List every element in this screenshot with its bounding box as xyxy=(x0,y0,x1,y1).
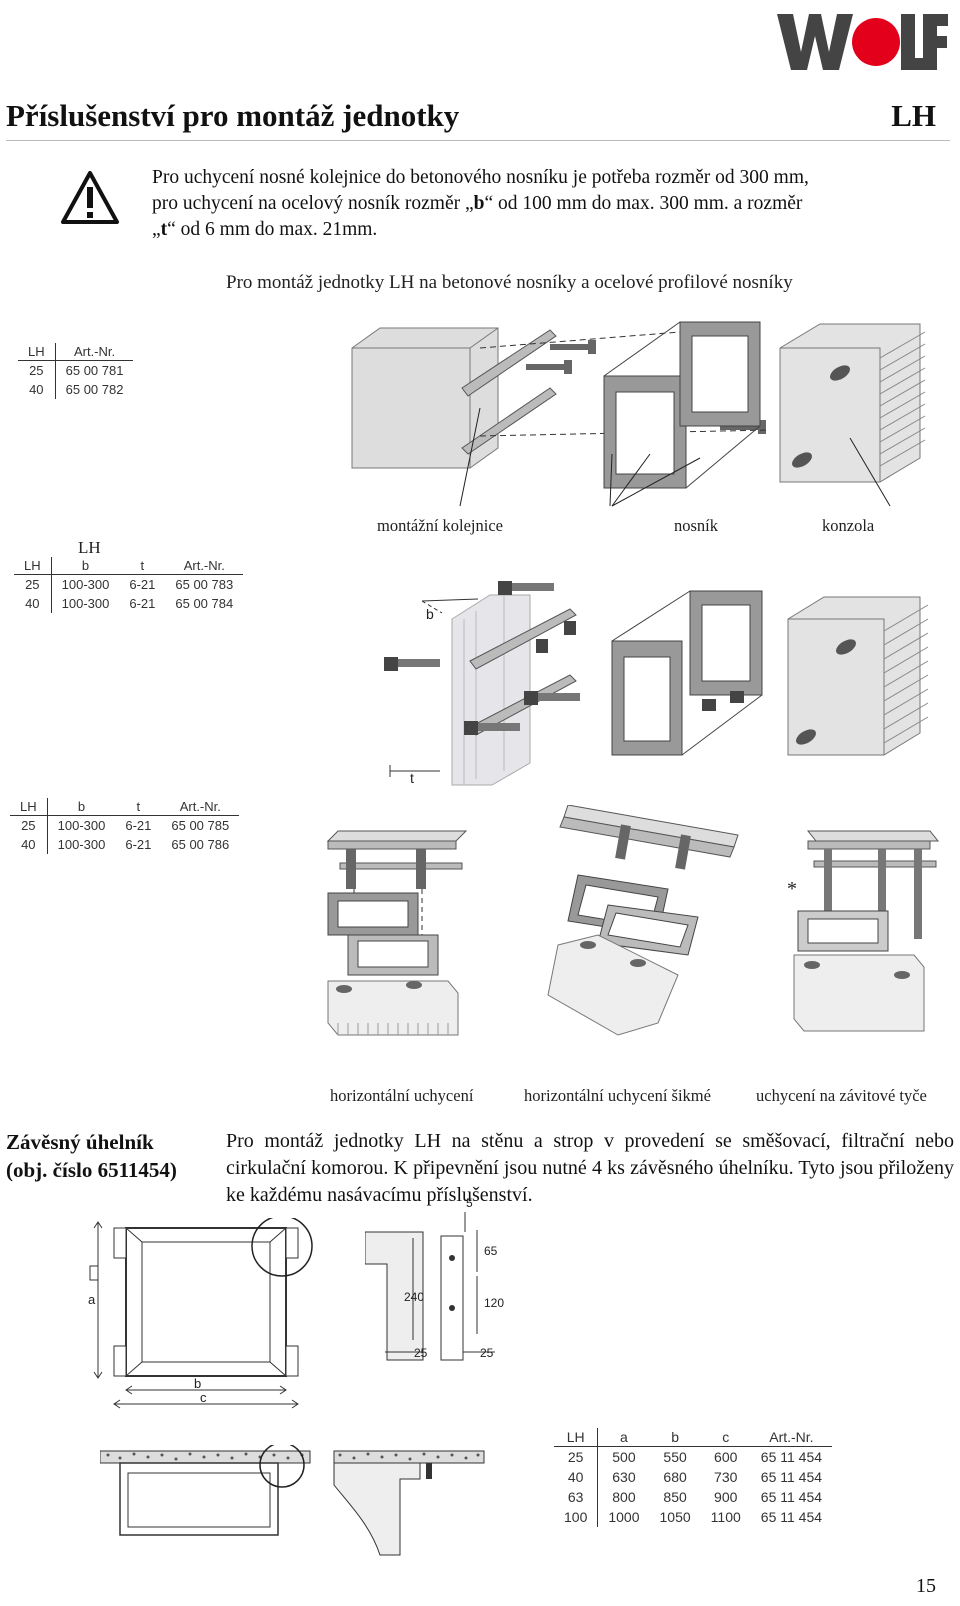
dim-letter-b: b xyxy=(426,606,434,622)
header-divider xyxy=(6,140,950,141)
warning-line-2: pro uchycení na ocelový nosník rozměr „b… xyxy=(152,193,803,214)
label-mounting-rail: montážní kolejnice xyxy=(377,516,503,535)
steel-beam-mounting-illustration xyxy=(384,581,929,786)
label-horizontal: horizontální uchycení xyxy=(330,1086,474,1105)
hanging-bracket-frame-drawing xyxy=(89,1218,313,1409)
dim-c: c xyxy=(200,1390,207,1405)
warning-triangle-icon xyxy=(60,170,120,226)
dim-a: a xyxy=(88,1292,96,1307)
dim-65: 65 xyxy=(484,1244,498,1258)
section2-paragraph: Pro montáž jednotky LH na stěnu a strop … xyxy=(226,1130,954,1206)
hanging-variants-illustration xyxy=(326,805,940,1036)
dim-b: b xyxy=(194,1376,202,1391)
variant-threaded-rod xyxy=(793,830,940,1032)
label-beam: nosník xyxy=(674,516,719,535)
variant-horizontal xyxy=(326,830,468,1036)
warning-text: Pro uchycení nosné kolejnice do betonové… xyxy=(152,165,952,243)
table2-title: LH xyxy=(78,538,101,557)
dim-25-right: 25 xyxy=(480,1346,494,1360)
label-horizontal-slanted: horizontální uchycení šikmé xyxy=(524,1086,711,1105)
dim-25-left: 25 xyxy=(414,1346,428,1360)
wolf-logo-graphic xyxy=(773,12,948,72)
warning-line-3: „t“ od 6 mm do max. 21mm. xyxy=(152,219,378,240)
variant-horizontal-slanted xyxy=(547,805,739,1036)
section2-title-line2: (obj. číslo 6511454) xyxy=(6,1158,177,1182)
warning-line-1: Pro uchycení nosné kolejnice do betonové… xyxy=(152,167,809,188)
dim-letter-t: t xyxy=(410,770,414,786)
dim-120: 120 xyxy=(484,1296,505,1310)
section1-caption: Pro montáž jednotky LH na betonové nosní… xyxy=(226,272,793,293)
star-marker: * xyxy=(787,878,797,900)
rail-mounting-illustration xyxy=(351,321,926,507)
model-name: LH xyxy=(891,98,936,133)
hanging-bracket-profile-drawing xyxy=(365,1212,495,1361)
section2-title: Závěsný úhelník (obj. číslo 6511454) xyxy=(6,1128,177,1184)
label-threaded-rod: uchycení na závitové tyče xyxy=(756,1086,927,1105)
ceiling-mount-drawings xyxy=(100,1445,485,1556)
page-title: Příslušenství pro montáž jednotky xyxy=(6,98,460,133)
dim-240: 240 xyxy=(404,1290,425,1304)
label-console: konzola xyxy=(822,516,875,535)
wolf-logo xyxy=(773,8,948,76)
section2-title-line1: Závěsný úhelník xyxy=(6,1130,154,1154)
page-number: 15 xyxy=(916,1575,936,1597)
dim-5: 5 xyxy=(466,1196,473,1210)
